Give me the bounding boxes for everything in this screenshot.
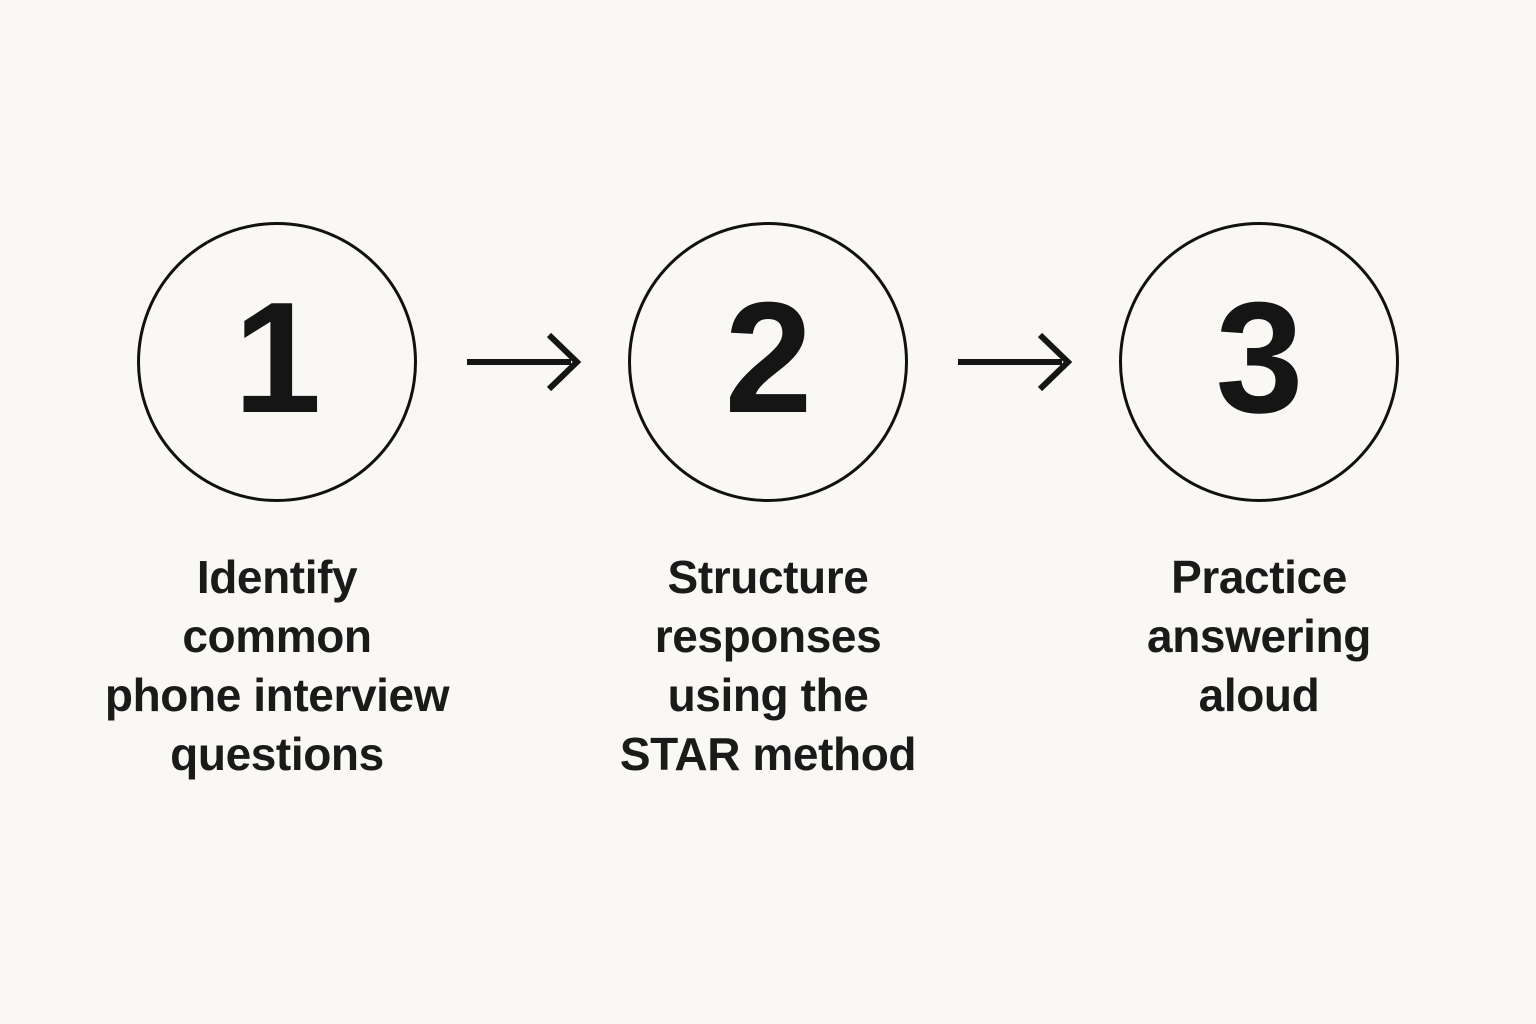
step-2-label: Structure responses using the STAR metho… bbox=[619, 551, 917, 780]
step-3-number: 3 bbox=[1215, 270, 1304, 446]
step-3-circle: 3 bbox=[1119, 222, 1399, 502]
connector-2-to-3 bbox=[910, 222, 1118, 502]
process-step-2: 2 Structure responses using the STAR met… bbox=[620, 222, 917, 784]
step-1-number: 1 bbox=[233, 270, 322, 446]
process-step-1: 1 Identify common phone interview questi… bbox=[105, 222, 449, 784]
arrow-right-icon bbox=[957, 332, 1072, 392]
process-step-3: 3 Practice answering aloud bbox=[1118, 222, 1401, 725]
step-2-number: 2 bbox=[724, 270, 813, 446]
process-flow: 1 Identify common phone interview questi… bbox=[0, 222, 1536, 784]
arrow-right-icon bbox=[466, 332, 581, 392]
step-2-circle: 2 bbox=[628, 222, 908, 502]
connector-1-to-2 bbox=[419, 222, 627, 502]
step-1-circle: 1 bbox=[137, 222, 417, 502]
step-1-label: Identify common phone interview question… bbox=[104, 551, 450, 780]
step-3-label: Practice answering aloud bbox=[1147, 551, 1371, 721]
